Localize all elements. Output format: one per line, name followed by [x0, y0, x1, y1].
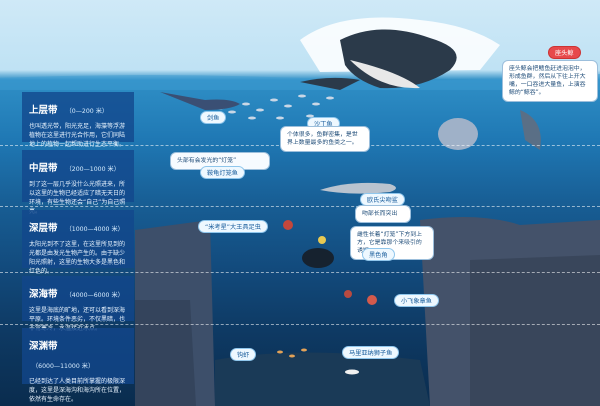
label-dumbo-octopus: 小飞象章鱼 — [394, 294, 439, 307]
zone-panel-hadal: 深渊带 （6000—11000 米） 已经到达了人类目前所掌握的极限深度，这里是… — [22, 328, 134, 403]
zone-range: （1000—4000 米） — [65, 226, 124, 233]
zone-range: （200—1000 米） — [65, 166, 120, 173]
label-snailfish: 马里亚纳狮子鱼 — [342, 346, 400, 359]
anglerfish — [302, 248, 334, 268]
label-shrimp: 钩虾 — [230, 348, 257, 361]
zone-title: 深层带 — [29, 223, 58, 234]
callout-whale: 座头鲸会把鳍鱼赶进泡泡中，形成鱼群，然后从下往上开大嘴，一口吞进大量鱼，上演吞鲸… — [502, 60, 598, 102]
zone-panel-mesopelagic: 中层带 （200—1000 米） 到了这一层几乎没什么光照进来，所以这里的生物已… — [22, 150, 134, 215]
label-isopod: “米考星”大王具足虫 — [198, 220, 268, 233]
zone-title: 中层带 — [29, 163, 58, 174]
zone-range: （4000—6000 米） — [65, 292, 124, 299]
zone-range: （0—200 米） — [65, 108, 109, 115]
zone-line — [0, 206, 600, 207]
zone-range: （6000—11000 米） — [32, 363, 95, 370]
snailfish — [345, 369, 359, 375]
callout-goblin-shark: 吻部长而突出 — [355, 205, 411, 223]
label-swordfish: 剑鱼 — [200, 111, 227, 124]
label-lanternfish: 鞍龟灯笼鱼 — [200, 166, 245, 179]
callout-sardine: 个体很多，鱼群密集，是世界上数量最多的鱼类之一。 — [280, 126, 370, 152]
zone-line — [0, 272, 600, 273]
zone-title: 深渊带 — [29, 341, 58, 352]
zone-panel-abyssal: 深海带 （4000—6000 米） 这里是海底的旷地，还可以看到深海平原。环境条… — [22, 276, 134, 332]
label-anglerfish: 黑色角 — [362, 248, 395, 261]
zone-desc: 也叫透光带，阳光充足，海藻等浮游植物在这里进行光合作用，它们同陆地上的植物一起帮… — [29, 123, 126, 148]
zone-desc: 已经到达了人类目前所掌握的极限深度，这里是深海沟和海沟所在位置，依然有生命存在。 — [29, 378, 126, 403]
zone-panel-bathypelagic: 深层带 （1000—4000 米） 太阳光到不了这里，在这里所见到的光都是由发光… — [22, 210, 134, 275]
zone-title: 上层带 — [29, 105, 58, 116]
zone-line — [0, 324, 600, 325]
zone-desc: 太阳光到不了这里，在这里所见到的光都是由发光生物产生的。由于缺少阳光照射，这里的… — [29, 241, 126, 275]
sunfish — [438, 118, 478, 150]
zone-title: 深海带 — [29, 289, 58, 300]
swordfish — [160, 92, 240, 110]
label-whale: 座头鲸 — [548, 46, 581, 59]
goblin-shark — [320, 182, 396, 194]
zone-panel-surface: 上层带 （0—200 米） 也叫透光带，阳光充足，海藻等浮游植物在这里进行光合作… — [22, 92, 134, 148]
